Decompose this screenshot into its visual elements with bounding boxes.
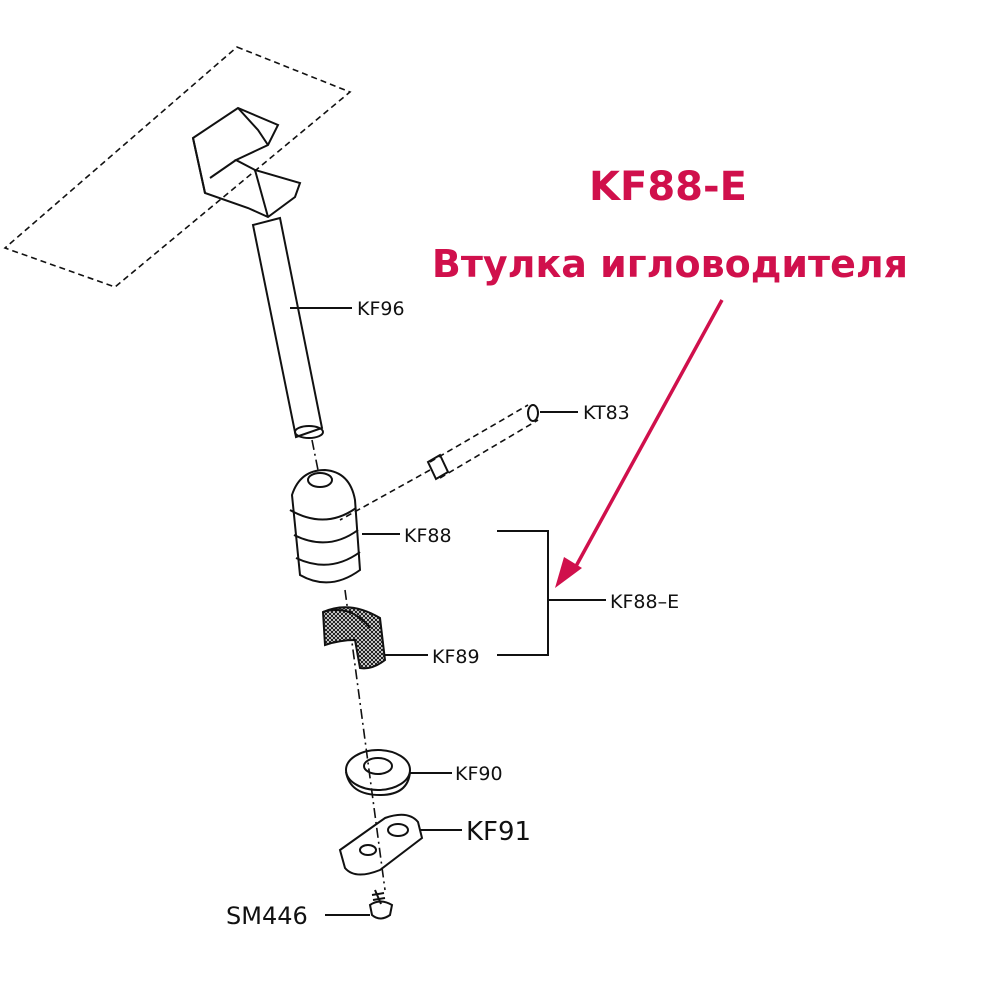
- plate-kf91-drawing: [338, 813, 424, 876]
- label-kf89: KF89: [432, 646, 480, 668]
- label-kf96: KF96: [357, 298, 405, 320]
- label-kf91: KF91: [466, 817, 531, 847]
- center-axis: [311, 439, 319, 471]
- callout-arrow: [555, 299, 724, 588]
- screw-sm446-drawing: [368, 889, 394, 920]
- bushing-kf88-drawing: [289, 468, 362, 584]
- heading-description: Втулка игловодителя: [432, 242, 908, 286]
- label-sm446: SM446: [226, 902, 308, 930]
- heading-code: KF88-E: [589, 164, 747, 210]
- assembly-bracket: [497, 530, 606, 656]
- pin-kt83-drawing: [339, 404, 539, 521]
- label-kt83: KT83: [583, 402, 630, 424]
- needle-bar-outline: [3, 46, 352, 288]
- needle-bar-kf96-drawing: [191, 106, 324, 439]
- label-kf88e: KF88–E: [610, 591, 679, 613]
- label-kf90: KF90: [455, 763, 503, 785]
- washer-kf90-drawing: [345, 749, 411, 797]
- label-kf88: KF88: [404, 525, 452, 547]
- felt-kf89-drawing: [321, 606, 387, 670]
